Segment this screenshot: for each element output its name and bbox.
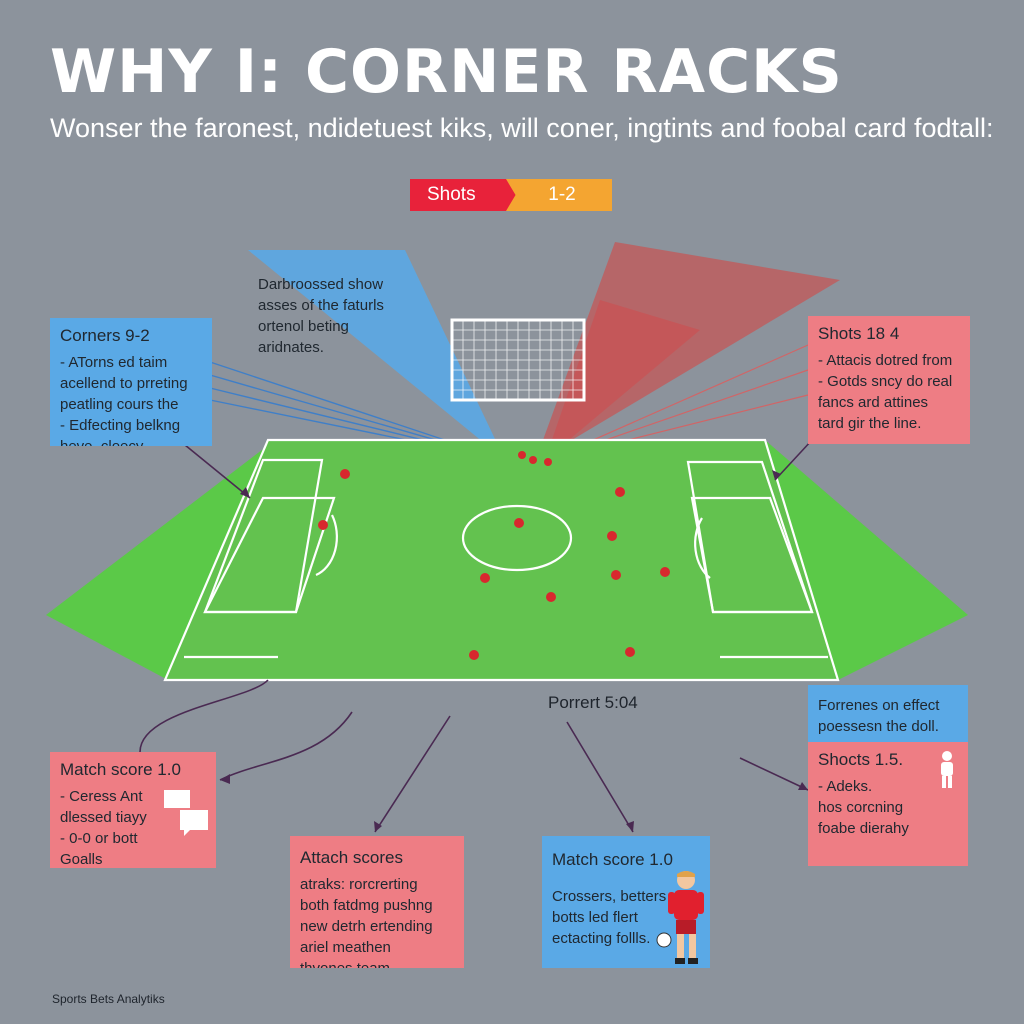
player-figure-icon [941, 751, 953, 788]
info-box-overview: Darbroossed show asses of the faturls or… [248, 252, 405, 362]
page-subtitle: Wonser the faronest, ndidetuest kiks, wi… [50, 113, 994, 143]
info-line: tard gir the line. [818, 415, 922, 432]
footer-brand: Sports Bets Analytiks [52, 992, 165, 1006]
arrowheads [220, 470, 808, 832]
red-beam [535, 242, 840, 462]
info-line: ortenol beting [258, 318, 349, 335]
info-heading: Match score 1.0 [552, 850, 673, 869]
connector-lines [139, 439, 813, 833]
player-marker [660, 567, 670, 577]
goal-net-icon [450, 318, 586, 402]
player-marker [625, 647, 635, 657]
info-line: aridnates. [258, 339, 324, 356]
info-line: - Edfecting belkng [60, 417, 181, 434]
info-line: both fatdmg pushng [300, 897, 433, 914]
info-line: - Attacis dotred from [818, 352, 953, 369]
info-line: - Ceress Ant [60, 788, 143, 805]
player-marker [546, 592, 556, 602]
player-marker [469, 650, 479, 660]
info-heading: Shocts 1.5. [818, 750, 904, 769]
players [318, 451, 670, 660]
info-line: foabe dierahy [818, 820, 909, 837]
info-heading: Attach scores [300, 848, 403, 867]
player-marker [480, 573, 490, 583]
info-line: - Gotds sncy do real [818, 373, 953, 390]
info-box-match-score-left: Match score 1.0 - Ceress Ant dlessed tia… [50, 752, 216, 868]
pitch-lines [163, 438, 840, 682]
info-line: ectacting follls. [552, 930, 651, 947]
info-line: heve, cloecy. [60, 436, 202, 446]
info-line: Crossers, betters [552, 888, 667, 905]
info-line: fancs ard attines [818, 394, 929, 411]
info-line: dlessed tiayy [60, 809, 147, 826]
info-line: - Adeks. [818, 778, 873, 795]
info-line: Forrenes on effect [818, 697, 940, 714]
center-stat-label: Porrert 5:04 [548, 693, 638, 712]
info-line: thvones team. [300, 958, 454, 968]
info-line: hos corcning [818, 799, 904, 816]
info-line: - 0-0 or bott [60, 830, 138, 847]
info-box-shots-bottom: Shocts 1.5. - Adeks. hos corcning foabe … [808, 742, 968, 866]
info-line: Goalls [60, 851, 103, 868]
info-box-shots-top: Shots 18 4 - Attacis dotred from - Gotds… [808, 316, 970, 444]
player-marker [318, 520, 328, 530]
red-beam-core [545, 300, 700, 460]
player-marker [518, 451, 526, 459]
info-box-effect: Forrenes on effect poessesn the doll. [808, 685, 968, 743]
info-heading: Shots 18 4 [818, 324, 900, 343]
info-line: ariel meathen [300, 939, 391, 956]
blue-beam [248, 250, 505, 460]
player-marker [529, 456, 537, 464]
info-heading: Corners 9-2 [60, 326, 150, 345]
info-box-attach-scores: Attach scores atraks: rorcrerting both f… [290, 836, 464, 968]
speech-bubble-icon [164, 790, 208, 836]
player-marker [514, 518, 524, 528]
info-heading: Match score 1.0 [60, 760, 181, 779]
page-title: WHY I: CORNER RACKS [50, 37, 843, 107]
info-box-corners: Corners 9-2 - ATorns ed taim acellend to… [50, 318, 212, 446]
info-line: atraks: rorcrerting [300, 876, 418, 893]
player-marker [544, 458, 552, 466]
player-marker [611, 570, 621, 580]
info-line: new detrh ertending [300, 918, 433, 935]
player-marker [607, 531, 617, 541]
shots-range-badge: 1-2 [506, 179, 612, 211]
shots-badge: Shots [410, 179, 518, 211]
info-line: - ATorns ed taim [60, 354, 168, 371]
player-marker [615, 487, 625, 497]
player-marker [340, 469, 350, 479]
info-line: botts led flert [552, 909, 638, 926]
info-line: asses of the faturls [258, 297, 384, 314]
info-line: poessesn the doll. [818, 718, 939, 735]
pitch-field [165, 440, 838, 680]
info-line: acellend to prreting [60, 375, 188, 392]
info-line: Darbroossed show [258, 276, 384, 293]
player-figure-icon [656, 871, 704, 964]
info-line: peatling cours the [60, 396, 179, 413]
